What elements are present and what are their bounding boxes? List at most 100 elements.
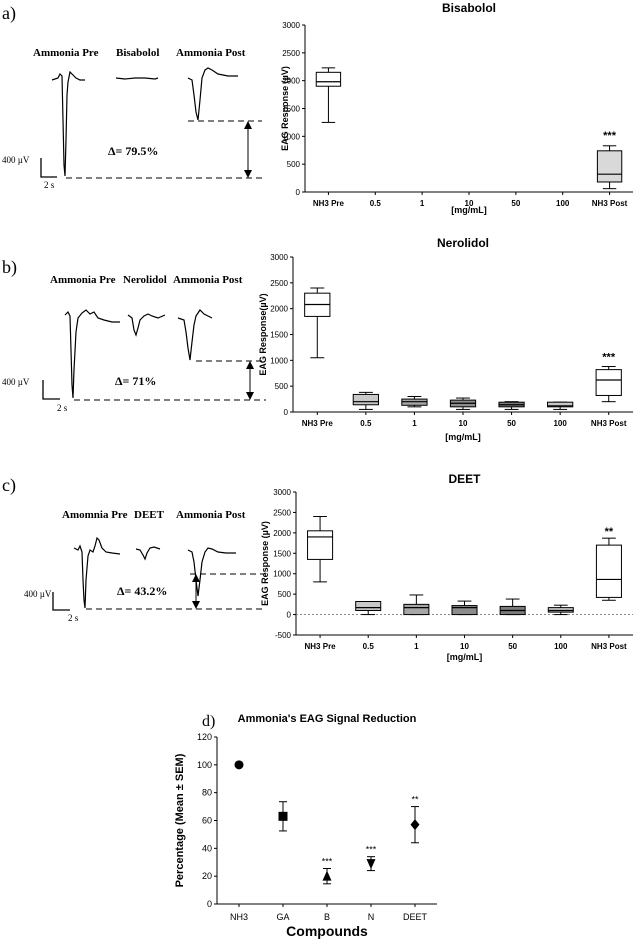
y-tick-label: 1500 [282, 105, 300, 114]
x-tick-label: 50 [511, 199, 520, 208]
trace-c-compound-label: DEET [134, 509, 165, 521]
trace-a-delta: Δ= 79.5% [108, 144, 158, 158]
y-tick-label: 2000 [282, 77, 300, 86]
trace-b-pre-label: Ammonia Pre [50, 274, 116, 286]
point-ga [278, 811, 288, 821]
signal-reduction-chart: Ammonia's EAG Signal Reduction0204060801… [174, 713, 437, 939]
chart-title: Nerolidol [437, 236, 489, 250]
x-tick-label: 10 [459, 419, 468, 428]
y-tick-label: 1000 [282, 132, 300, 141]
chart-title: DEET [448, 472, 481, 486]
box-nh3-post [596, 150, 623, 183]
x-tick-label: 50 [508, 642, 517, 651]
y-axis-label: EAG Response (µV) [280, 66, 290, 151]
panel-b-letter: b) [2, 257, 17, 278]
y-axis-label: EAG Response (µV) [260, 521, 270, 606]
y-tick-label: 3000 [273, 488, 291, 497]
significance-label: *** [603, 130, 617, 142]
trace-c-post-label: Ammonia Post [176, 509, 246, 521]
significance-label: *** [322, 857, 333, 867]
trace-c-pre-line [73, 536, 121, 609]
box-100 [547, 607, 574, 613]
trace-a-post-line [187, 67, 238, 121]
x-tick-label: 0.5 [370, 199, 382, 208]
y-tick-label: 80 [202, 788, 212, 798]
x-axis-label: [mg/mL] [445, 432, 481, 442]
panel-d-letter: d) [202, 713, 215, 730]
trace-b-scale-uv: 400 µV [2, 377, 30, 387]
panel-c-traces: c) Amomnia Pre DEET Ammonia Post Δ= 43.2… [2, 475, 265, 623]
trace-a-pre-label: Ammonia Pre [33, 47, 99, 59]
trace-b-scalebar [42, 380, 60, 400]
x-tick-label: 1 [420, 199, 425, 208]
x-tick-label: 10 [460, 642, 469, 651]
panel-a-traces: a) Ammonia Pre Bisabolol Ammonia Post Δ=… [2, 3, 262, 190]
box-0-5 [352, 393, 379, 406]
trace-c-compound-line [135, 546, 161, 561]
trace-a-scale-s: 2 s [44, 180, 55, 190]
x-tick-label: B [324, 912, 330, 922]
trace-a-compound-label: Bisabolol [116, 47, 159, 59]
trace-c-scalebar [52, 592, 70, 611]
x-tick-label: 0.5 [360, 419, 372, 428]
x-tick-label: 10 [465, 199, 474, 208]
chart-title: Bisabolol [442, 1, 496, 15]
panel-c-letter: c) [2, 475, 16, 496]
box-1 [403, 603, 430, 616]
trace-b-scale-s: 2 s [57, 403, 68, 413]
box-nh3-post [595, 544, 622, 598]
box-0-5 [355, 600, 382, 611]
trace-b-arrowhead-down [246, 392, 254, 400]
y-tick-label: 500 [287, 160, 301, 169]
chart-title: Ammonia's EAG Signal Reduction [238, 713, 417, 725]
x-tick-label: 1 [414, 642, 419, 651]
x-axis-label: [mg/mL] [451, 205, 487, 215]
trace-c-delta: Δ= 43.2% [117, 584, 167, 598]
x-tick-label: 100 [554, 642, 568, 651]
significance-label: *** [366, 845, 377, 855]
y-tick-label: 120 [197, 732, 212, 742]
trace-c-arrowhead-up [192, 574, 200, 582]
panel-a-letter: a) [2, 3, 16, 24]
x-tick-label: N [368, 912, 375, 922]
y-tick-label: 0 [296, 188, 301, 197]
point-deet [410, 819, 420, 831]
trace-b-compound-line [127, 313, 166, 337]
y-tick-label: 0 [207, 899, 212, 909]
x-tick-label: 50 [507, 419, 516, 428]
y-tick-label: 0 [287, 611, 292, 620]
x-tick-label: 100 [556, 199, 570, 208]
x-tick-label: 1 [412, 419, 417, 428]
y-tick-label: 40 [202, 843, 212, 853]
y-tick-label: 0 [284, 408, 289, 417]
box-100 [547, 401, 574, 408]
x-axis-label: [mg/mL] [447, 652, 483, 662]
y-tick-label: 1500 [270, 331, 288, 340]
y-tick-label: 20 [202, 871, 212, 881]
x-tick-label: NH3 Post [591, 642, 627, 651]
y-tick-label: -500 [275, 631, 292, 640]
y-tick-label: 500 [278, 590, 292, 599]
y-tick-label: 2500 [282, 49, 300, 58]
x-tick-label: NH3 Post [591, 419, 627, 428]
trace-b-compound-label: Nerolidol [123, 274, 167, 286]
significance-label: *** [602, 351, 616, 363]
x-tick-label: NH3 Pre [313, 199, 345, 208]
y-tick-label: 1000 [270, 356, 288, 365]
trace-b-post-line [177, 309, 213, 361]
x-axis-label: Compounds [286, 923, 368, 939]
significance-label: ** [411, 795, 419, 805]
box-10 [451, 605, 478, 616]
y-tick-label: 100 [197, 760, 212, 770]
x-tick-label: 100 [553, 419, 567, 428]
y-tick-label: 3000 [270, 253, 288, 262]
trace-c-pre-label: Amomnia Pre [62, 509, 128, 521]
y-axis-label: Percentage (Mean ± SEM) [174, 753, 186, 887]
y-tick-label: 1000 [273, 570, 291, 579]
x-tick-label: NH3 Post [592, 199, 628, 208]
trace-a-arrowhead-up [244, 121, 252, 129]
